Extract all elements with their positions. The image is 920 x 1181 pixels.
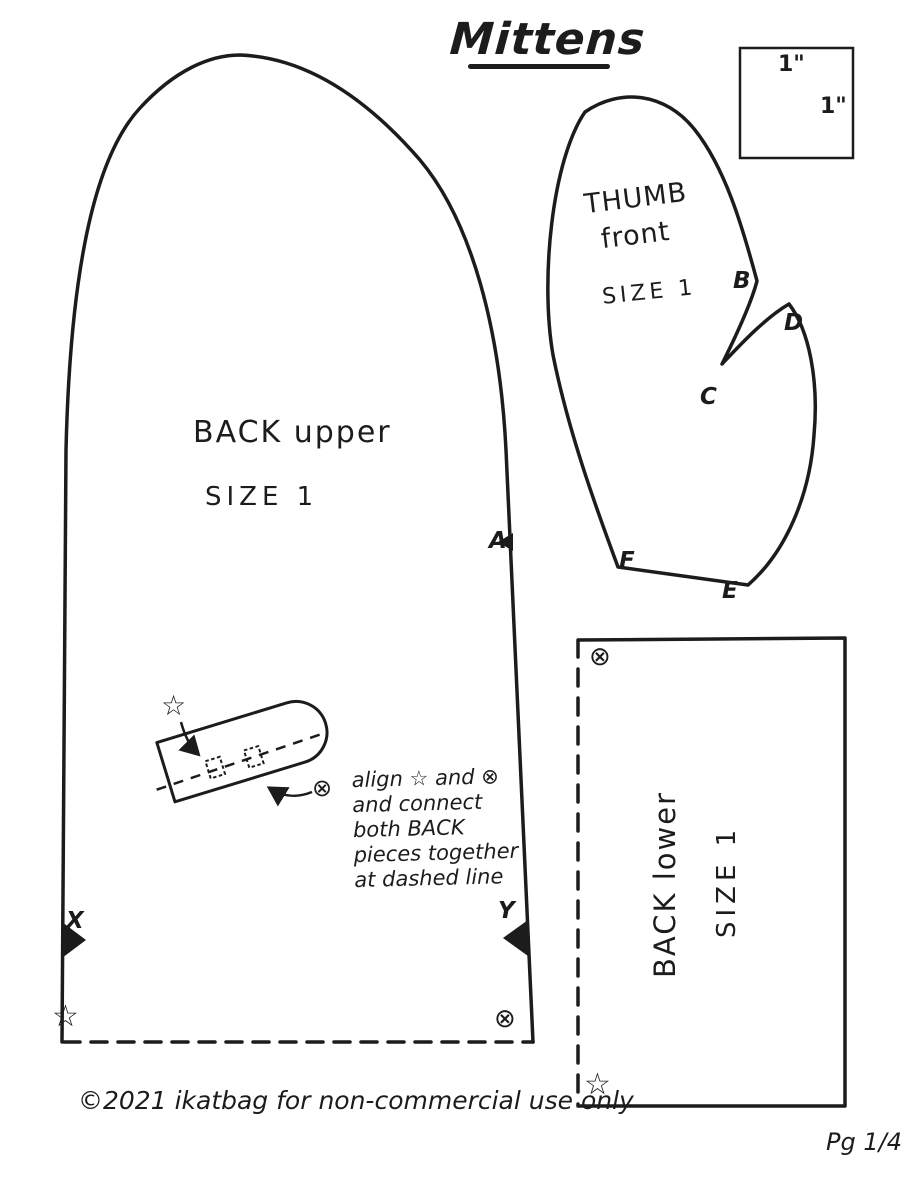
notch-y-triangle (503, 920, 528, 956)
page-title: Mittens (448, 14, 648, 65)
alignment-tab-slot-2 (242, 744, 265, 769)
alignment-tab-outline (155, 699, 329, 804)
thumb-point-c: C (700, 384, 717, 410)
copyright-text: ©2021 ikatbag for non-commercial use onl… (78, 1086, 634, 1115)
back-lower-solid-edges (577, 636, 847, 1108)
thumb-point-e: E (722, 578, 738, 604)
notch-x-triangle (62, 922, 86, 958)
notch-x-label: X (66, 908, 84, 934)
alignment-tab-slot-1 (204, 755, 227, 780)
notch-a-label: A (489, 528, 507, 554)
circlex-to-tab-arrow (266, 786, 313, 807)
tab-circle-x-icon: ⊗ (312, 774, 333, 802)
alignment-tab-group (155, 699, 329, 804)
back-upper-star-icon: ☆ (52, 999, 79, 1034)
thumb-front-outline (546, 95, 818, 587)
note-line-1: align ☆ and ⊗ (351, 764, 500, 793)
alignment-note: align ☆ and ⊗ and connect both BACK piec… (351, 764, 519, 893)
alignment-tab-dashed-line (156, 732, 322, 791)
thumb-point-d: D (784, 310, 804, 336)
scale-square-outline (738, 46, 855, 160)
back-lower-star-icon: ☆ (584, 1067, 611, 1102)
back-upper-outline (60, 53, 535, 1044)
title-underline (468, 64, 610, 69)
thumb-point-b: B (733, 268, 751, 294)
back-lower-circle-x-icon: ⊗ (589, 642, 611, 672)
back-lower-size: SIZE 1 (712, 824, 742, 938)
scale-square-height-label: 1" (820, 94, 847, 119)
back-upper-size: SIZE 1 (205, 482, 319, 512)
page-number: Pg 1/4 (826, 1128, 902, 1156)
tab-star-icon: ☆ (161, 689, 187, 722)
back-upper-label: BACK upper (193, 415, 392, 450)
thumb-point-f: F (619, 548, 635, 574)
star-to-tab-arrow (178, 721, 201, 757)
notch-y-label: Y (498, 898, 515, 924)
back-lower-label: BACK lower (648, 791, 682, 978)
notch-a-arrow (498, 533, 513, 551)
scale-square-width-label: 1" (778, 52, 805, 77)
back-upper-circle-x-icon: ⊗ (494, 1004, 516, 1034)
note-line-5: at dashed line (354, 864, 504, 893)
